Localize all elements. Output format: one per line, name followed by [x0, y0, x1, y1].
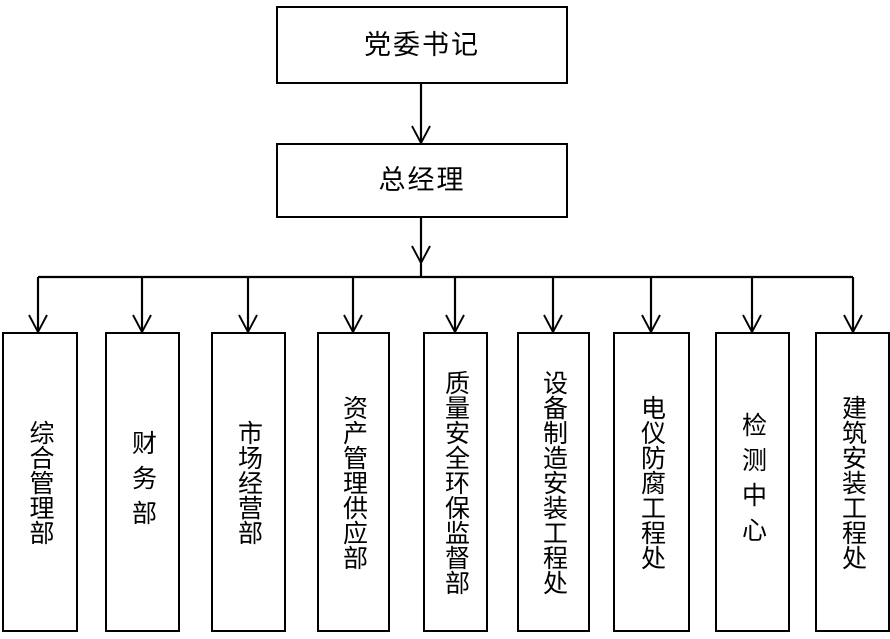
org-node-department[interactable]: 设备制造安装工程处 — [517, 332, 590, 632]
arrowhead-department-1 — [28, 314, 48, 335]
org-node-label: 电仪防腐工程处 — [637, 394, 667, 570]
org-node-department[interactable]: 电仪防腐工程处 — [613, 332, 690, 632]
org-node-department[interactable]: 建筑安装工程处 — [815, 332, 890, 632]
org-node-level2[interactable]: 总经理 — [276, 143, 568, 218]
org-node-label: 党委书记 — [364, 29, 480, 61]
arrowhead-department-3 — [238, 314, 258, 335]
org-node-label: 质量安全环保监督部 — [441, 369, 471, 595]
arrowhead-bus — [411, 245, 431, 266]
arrowhead-manager — [411, 125, 431, 146]
arrowhead-department-8 — [742, 314, 762, 335]
org-node-department[interactable]: 检测中心 — [715, 332, 790, 632]
org-node-label: 设备制造安装工程处 — [539, 369, 569, 595]
org-node-department[interactable]: 资产管理供应部 — [317, 332, 390, 632]
arrowhead-department-9 — [843, 314, 863, 335]
arrowhead-department-4 — [343, 314, 363, 335]
org-node-label: 资产管理供应部 — [339, 394, 369, 570]
org-node-label: 财务部 — [128, 429, 158, 535]
arrowhead-department-7 — [641, 314, 661, 335]
org-node-label: 总经理 — [378, 165, 466, 196]
arrowhead-department-2 — [132, 314, 152, 335]
arrowhead-department-6 — [543, 314, 563, 335]
org-node-department[interactable]: 财务部 — [105, 332, 180, 632]
org-node-level1[interactable]: 党委书记 — [276, 6, 568, 84]
org-node-label: 建筑安装工程处 — [838, 394, 868, 570]
org-node-department[interactable]: 质量安全环保监督部 — [423, 332, 488, 632]
org-node-department[interactable]: 市场经营部 — [211, 332, 286, 632]
org-node-department[interactable]: 综合管理部 — [2, 332, 78, 632]
org-node-label: 检测中心 — [738, 412, 768, 552]
arrowhead-department-5 — [445, 314, 465, 335]
org-node-label: 综合管理部 — [26, 419, 55, 545]
org-node-label: 市场经营部 — [234, 419, 264, 545]
